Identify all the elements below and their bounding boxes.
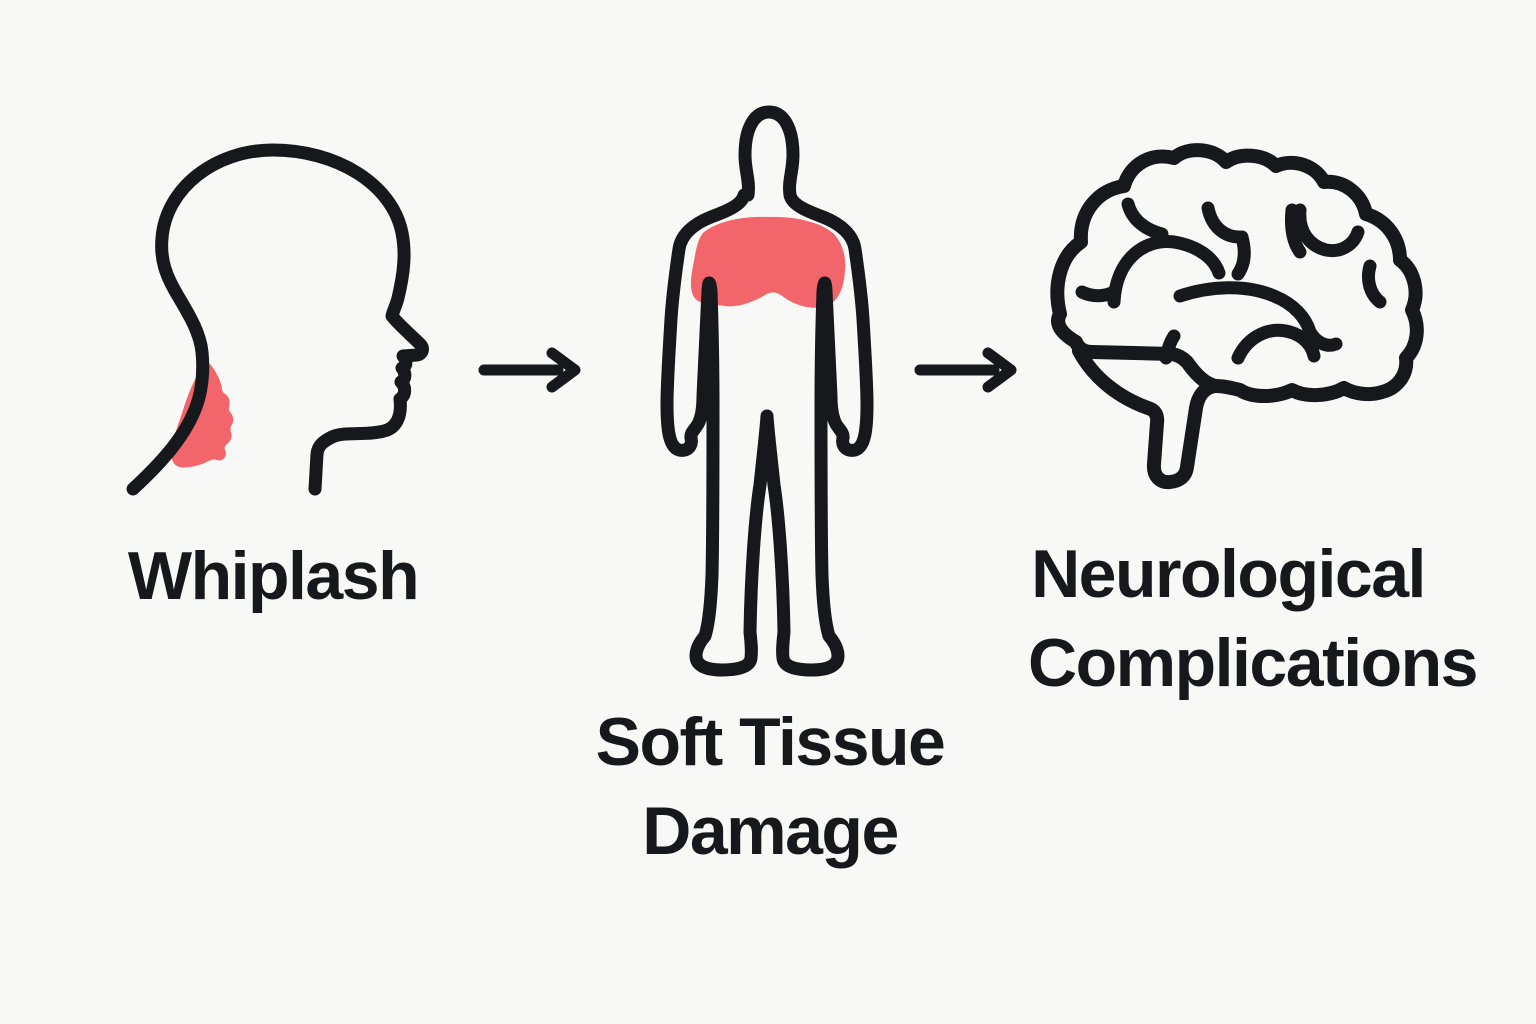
body-outline-shape bbox=[660, 105, 874, 677]
arrow-right-icon bbox=[914, 347, 1017, 393]
label-line: Damage bbox=[642, 793, 899, 869]
brain-folds-shape bbox=[1075, 197, 1387, 365]
chest-highlight-shape bbox=[690, 216, 846, 308]
step-label-neurological-complications: Neurological Complications bbox=[1028, 530, 1479, 708]
brain-stem-shape bbox=[1072, 344, 1221, 490]
step-label-soft-tissue-damage: Soft Tissue Damage bbox=[570, 698, 970, 876]
label-line: Soft Tissue bbox=[595, 704, 946, 780]
label-line: Whiplash bbox=[127, 538, 420, 614]
neck-highlight-shape bbox=[171, 362, 234, 468]
brain-icon bbox=[1050, 143, 1424, 490]
label-line: Complications bbox=[1028, 625, 1479, 701]
arrow-shape bbox=[914, 347, 1017, 393]
human-body-chest-highlight-icon bbox=[660, 105, 874, 677]
head-outline-shape bbox=[126, 143, 429, 496]
step-label-whiplash: Whiplash bbox=[73, 532, 473, 621]
arrow-shape bbox=[478, 347, 581, 393]
label-line: Neurological bbox=[1031, 536, 1426, 612]
arrow-right-icon bbox=[478, 347, 581, 393]
brain-outline-shape bbox=[1050, 143, 1424, 403]
head-profile-neck-highlight-icon bbox=[126, 143, 429, 496]
